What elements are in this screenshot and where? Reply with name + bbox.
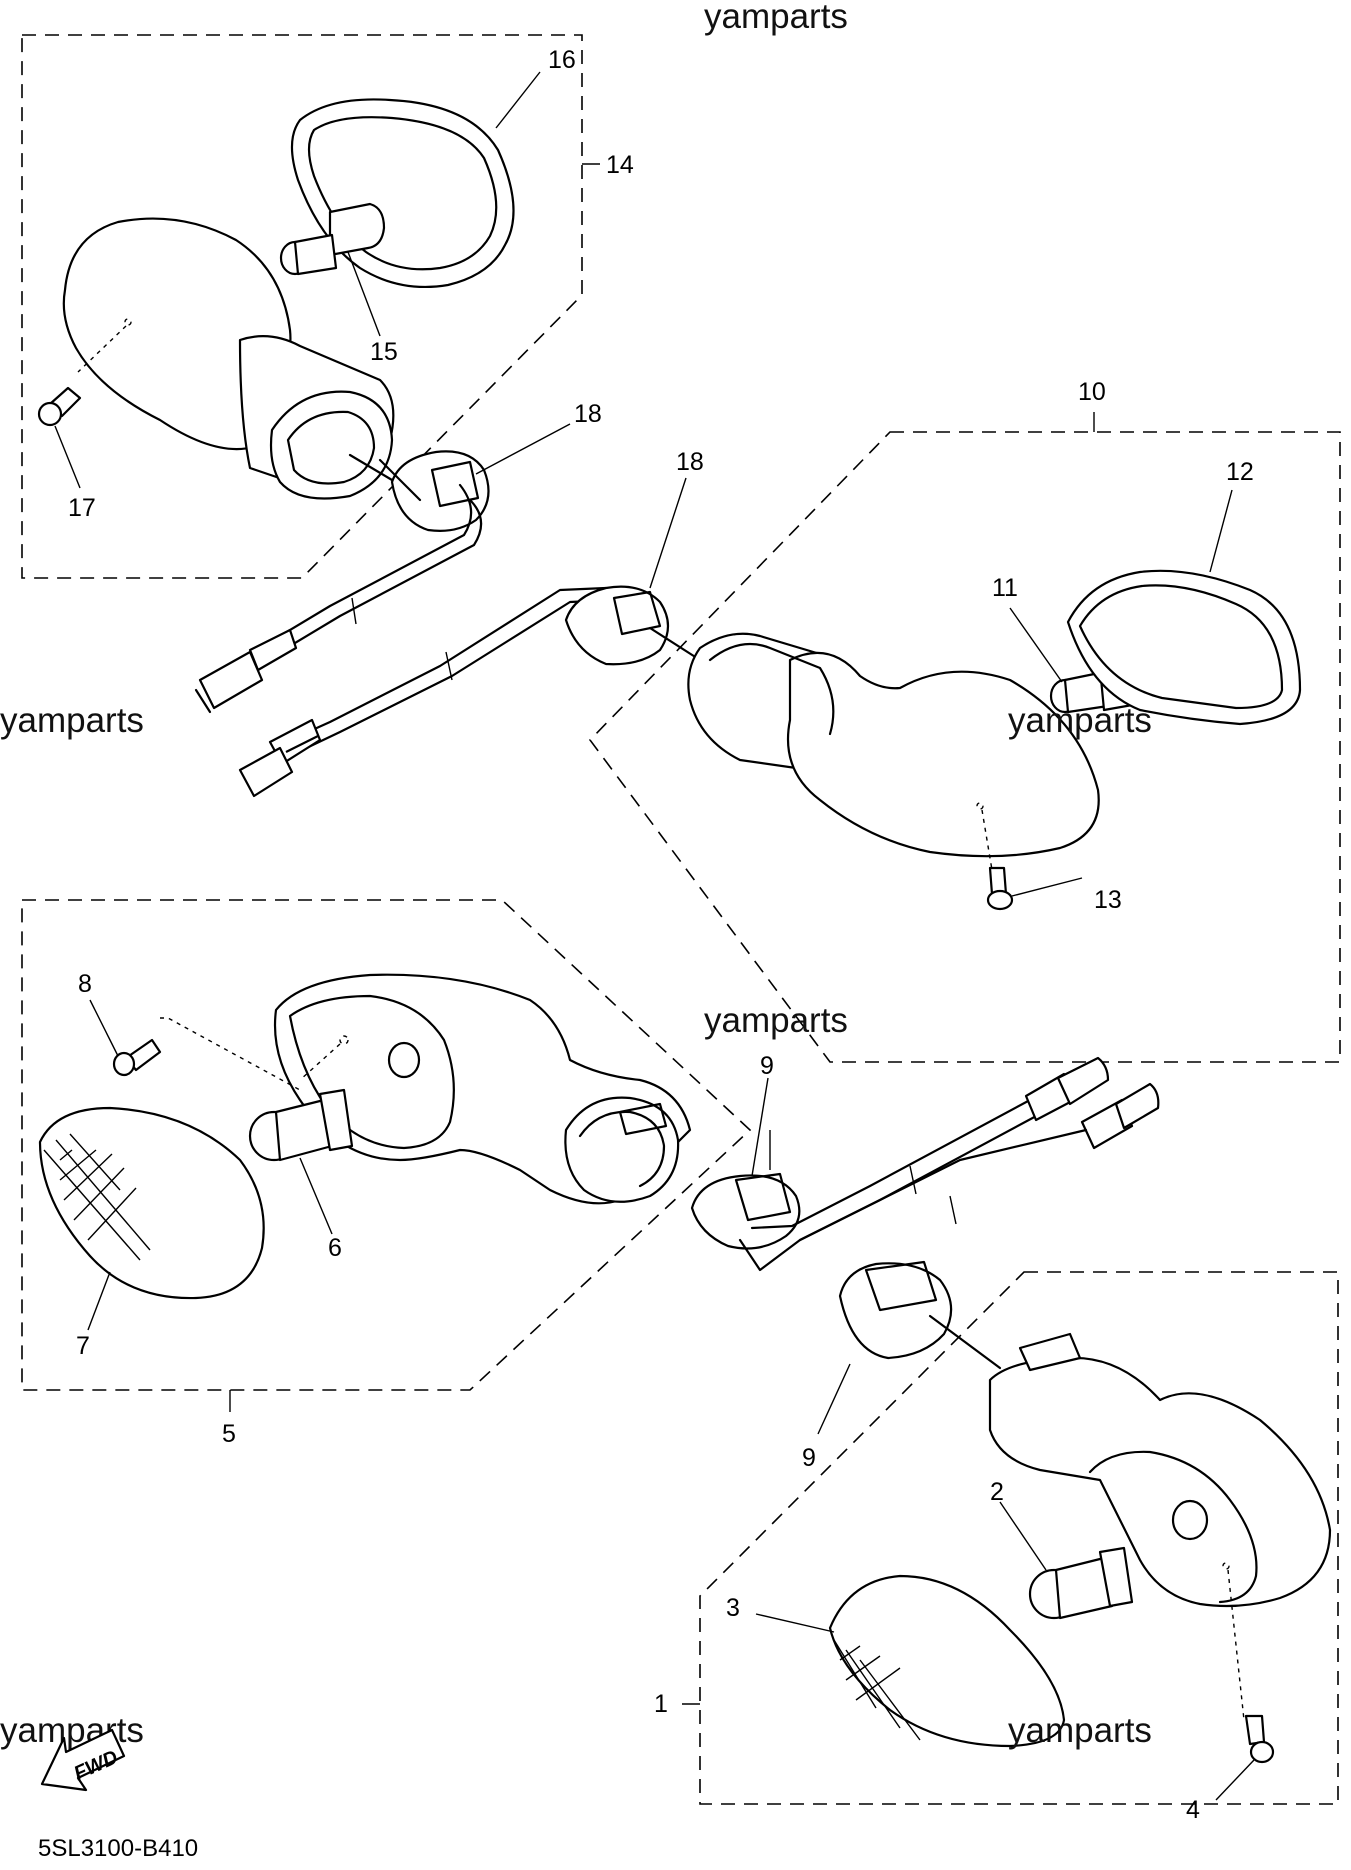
callout-15: 15 [370,338,398,366]
watermark: yamparts [0,701,144,740]
watermark: yamparts [704,0,848,36]
callout-2: 2 [990,1478,1004,1506]
callout-18a: 18 [574,400,602,428]
callout-6: 6 [328,1234,342,1262]
watermark: yamparts [704,1001,848,1040]
watermark: yamparts [1008,701,1152,740]
grommet-18-left [348,450,490,532]
callout-13: 13 [1094,886,1122,914]
callout-12: 12 [1226,458,1254,486]
diagram-code: 5SL3100-B410 [38,1835,198,1862]
callout-17: 17 [68,494,96,522]
watermark: yamparts [1008,1711,1152,1750]
callout-9b: 9 [802,1444,816,1472]
flasher-assembly-1 [699,1260,1339,1805]
callout-5: 5 [222,1420,236,1448]
leader-18b [649,477,687,589]
flasher-assembly-5 [21,899,752,1391]
flasher-assembly-14 [21,34,583,579]
leader-16 [495,71,541,129]
grommet-9-upper [690,1056,1160,1272]
leader-18a [475,423,571,475]
leader-15 [347,251,381,337]
callout-1: 1 [654,1690,668,1718]
leader-9a [751,1077,769,1177]
callout-7: 7 [76,1332,90,1360]
callout-18b: 18 [676,448,704,476]
callout-16: 16 [548,46,576,74]
wire-harness-top-left [194,483,483,714]
callout-4: 4 [1186,1796,1200,1824]
callout-10: 10 [1078,378,1106,406]
callout-3: 3 [726,1594,740,1622]
callout-11: 11 [992,574,1018,602]
callout-9a: 9 [760,1052,774,1080]
callout-14: 14 [606,151,634,179]
watermark: yamparts [0,1711,144,1750]
callout-8: 8 [78,970,92,998]
flasher-assembly-10 [238,431,1341,1063]
